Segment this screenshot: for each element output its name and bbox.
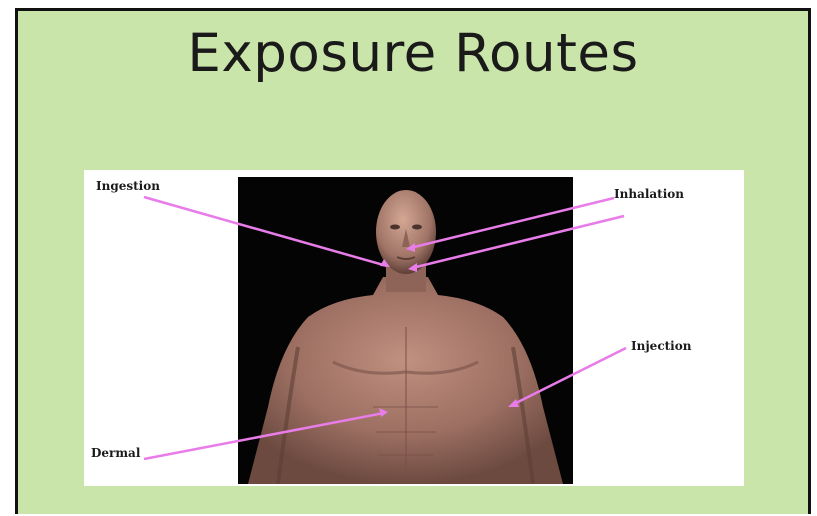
label-inhalation: Inhalation — [614, 187, 684, 201]
inhalation-pointer-mouth — [408, 216, 624, 272]
label-ingestion: Ingestion — [96, 179, 160, 193]
label-injection: Injection — [631, 339, 692, 353]
exposure-routes-figure: Ingestion Inhalation Injection Dermal — [84, 170, 744, 486]
label-dermal: Dermal — [91, 446, 141, 460]
slide-title: Exposure Routes — [18, 23, 808, 84]
dermal-pointer — [144, 408, 388, 459]
ingestion-pointer — [144, 197, 390, 267]
injection-pointer — [508, 348, 626, 407]
